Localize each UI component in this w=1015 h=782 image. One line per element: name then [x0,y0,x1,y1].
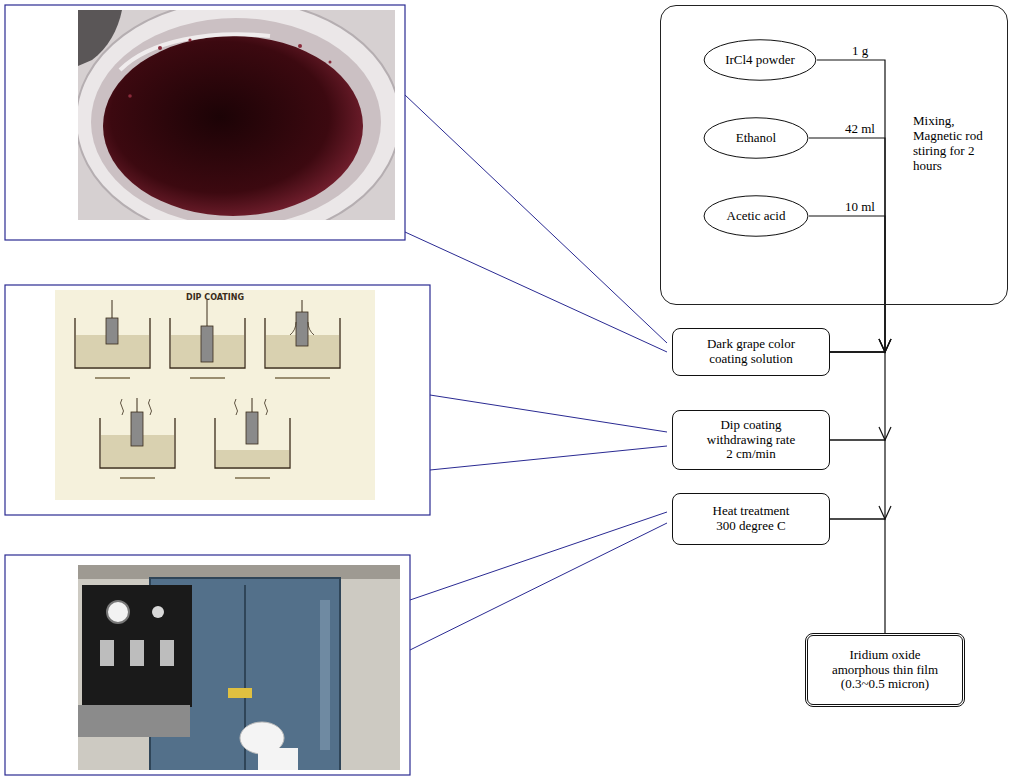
illustration-circle [298,44,302,48]
illustration-rect [100,640,114,666]
arrow-head [879,339,891,352]
node-text: Iridium oxide amorphous thin film (0.3~0… [828,648,942,693]
node-text: IrCl4 powder [725,53,795,68]
process-box: Heat treatment 300 degree C [672,493,830,545]
illustration-line [405,95,667,343]
illustration-rect [55,290,375,500]
illustration-rect [228,688,252,698]
illustration-rect [216,450,289,467]
node-text: Ethanol [736,131,776,146]
connector [809,138,891,352]
process-box: Dip coating withdrawing rate 2 cm/min [672,410,830,470]
illustration-rect [78,705,190,737]
quantity-label: 1 g [850,44,870,58]
connector-line [809,138,885,352]
node-text: Dark grape color coating solution [704,337,798,367]
illustration-rect [78,565,400,579]
arrow-head [879,427,891,440]
illustration-circle [329,61,332,64]
illustration-rect [106,318,118,344]
illustration-path [290,322,296,335]
illustration-line [112,300,113,318]
illustration-rect [160,640,174,666]
illustration-path [308,322,314,335]
note-holder: Mixing, Magnetic rod stiring for 2 hours [913,114,999,174]
dip-coating-illustration [55,290,375,500]
illustration-rect [258,748,298,770]
result-box: Iridium oxide amorphous thin film (0.3~0… [805,633,965,707]
illustration-line [207,300,208,326]
illustration-circle [152,606,164,618]
illustration-circle [188,38,191,41]
node-text: Acetic acid [727,209,786,224]
illustration-rect [320,600,330,750]
illustration-ellipse [91,18,381,220]
illustration-g [112,300,302,412]
leader-lines [405,95,667,650]
illustration-g [95,378,330,478]
connector [830,440,891,519]
node-text: Mixing, Magnetic rod stiring for 2 hours [913,114,999,174]
connector-line [817,60,885,352]
illustration-rect [82,585,192,707]
illustration-path [149,399,152,415]
illustration-path [75,318,150,368]
illustration-g [121,322,315,415]
connector [830,519,885,633]
illustration-circle [107,601,129,623]
ingredient-oval: Ethanol [703,116,809,160]
furnace-photo [78,565,400,770]
oval-shape [704,196,808,236]
illustration-rect [130,640,144,666]
illustration-line [430,446,667,470]
connector-line [830,440,885,519]
illustration-line [137,398,138,412]
node-text: Dip coating withdrawing rate 2 cm/min [704,418,798,463]
illustration-circle [128,94,132,98]
ingredient-oval: Acetic acid [703,194,809,238]
illustration-rect [5,285,430,515]
illustration-line [430,395,667,432]
connector [830,352,891,440]
quantity-label: 42 ml [843,122,877,136]
oval-shape [704,40,816,80]
illustration-rect [296,312,308,346]
connector-line [830,352,885,440]
node-text: Heat treatment 300 degree C [704,504,798,534]
oval-shape [704,118,808,158]
beaker-photo [78,10,395,220]
illustration-path [265,399,268,415]
illustration-line [95,377,130,379]
illustration-circle [158,46,162,50]
illustration-line [302,300,303,312]
illustration-line [120,477,155,479]
quantity-label: 10 ml [843,200,877,214]
mixing-group: Mixing, Magnetic rod stiring for 2 hours… [660,5,1008,305]
illustration-line [275,377,330,379]
illustration-ellipse [78,10,395,220]
illustration-line [410,523,667,650]
illustration-rect [5,555,410,775]
connector [817,60,891,352]
connector-line [830,519,885,633]
ingredient-oval: IrCl4 powder [703,38,817,82]
illustration-title: DIP COATING [186,294,244,302]
illustration-line [252,398,253,412]
illustration-ellipse [103,36,363,216]
illustration-line [405,232,667,352]
illustration-path [235,399,238,415]
callout-frames [5,5,430,775]
illustration-path [120,34,270,70]
illustration-rect [131,412,143,446]
illustration-rect [201,326,213,362]
arrow-head [879,506,891,519]
illustration-line [190,377,225,379]
illustration-path [121,399,124,415]
illustration-line [235,477,270,479]
illustration-rect [246,412,258,444]
process-box: Dark grape color coating solution [672,328,830,376]
